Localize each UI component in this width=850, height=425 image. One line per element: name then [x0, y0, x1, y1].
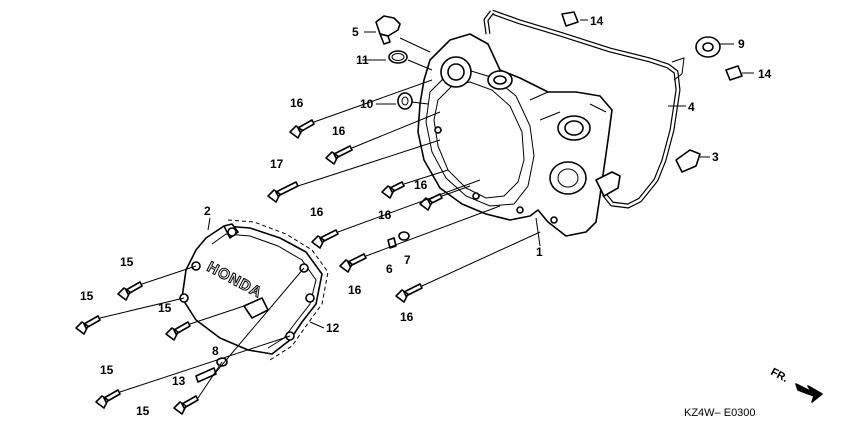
callout-8: 8	[212, 344, 219, 358]
callout-16d: 16	[378, 208, 392, 222]
callout-5: 5	[352, 25, 359, 39]
crankcase-cover-1	[417, 33, 621, 237]
callout-15a: 15	[120, 255, 134, 269]
callout-16g: 16	[400, 310, 414, 324]
callout-16c: 16	[414, 178, 428, 192]
oil-filler-cap-5	[375, 15, 401, 45]
oil-seal-10-inner	[401, 96, 409, 106]
direction-label: FR.	[769, 366, 790, 385]
dowel-pin-14a	[561, 11, 579, 27]
callout-15b: 15	[80, 289, 94, 303]
callout-16b: 16	[332, 124, 346, 138]
gasket-12	[227, 219, 329, 361]
callout-6: 6	[386, 262, 393, 276]
callout-1: 1	[536, 245, 543, 259]
gasket-4	[483, 9, 685, 209]
callout-16a: 16	[290, 96, 304, 110]
callout-17: 17	[270, 157, 284, 171]
cap-3	[675, 149, 701, 173]
oil-seal-10	[397, 92, 413, 110]
callout-16e: 16	[310, 205, 324, 219]
front-direction-arrow: FR.	[769, 366, 823, 403]
callout-2: 2	[204, 204, 211, 218]
dowel-pin-14b	[725, 65, 743, 81]
diagram-code: KZ4W– E0300	[684, 407, 756, 419]
bolt-13	[195, 367, 217, 383]
bearing-9-inner	[702, 42, 714, 52]
callout-14a: 14	[590, 14, 604, 28]
callout-10: 10	[360, 97, 374, 111]
callout-15c: 15	[158, 301, 172, 315]
leader-lines	[99, 19, 754, 399]
callout-13: 13	[172, 374, 186, 388]
callout-16f: 16	[348, 283, 362, 297]
callout-15d: 15	[100, 363, 114, 377]
callout-4: 4	[688, 100, 695, 114]
callout-12: 12	[326, 321, 340, 335]
callout-14b: 14	[758, 67, 772, 81]
callout-7: 7	[404, 253, 411, 267]
o-ring-11-inner	[391, 53, 405, 61]
callout-3: 3	[712, 150, 719, 164]
bolts	[75, 119, 443, 415]
washer-7	[398, 231, 410, 241]
callout-15e: 15	[136, 404, 150, 418]
o-ring-11	[388, 50, 408, 64]
callout-9: 9	[738, 37, 745, 51]
clutch-cover-2: HONDA	[179, 223, 323, 355]
callout-11: 11	[356, 53, 369, 67]
